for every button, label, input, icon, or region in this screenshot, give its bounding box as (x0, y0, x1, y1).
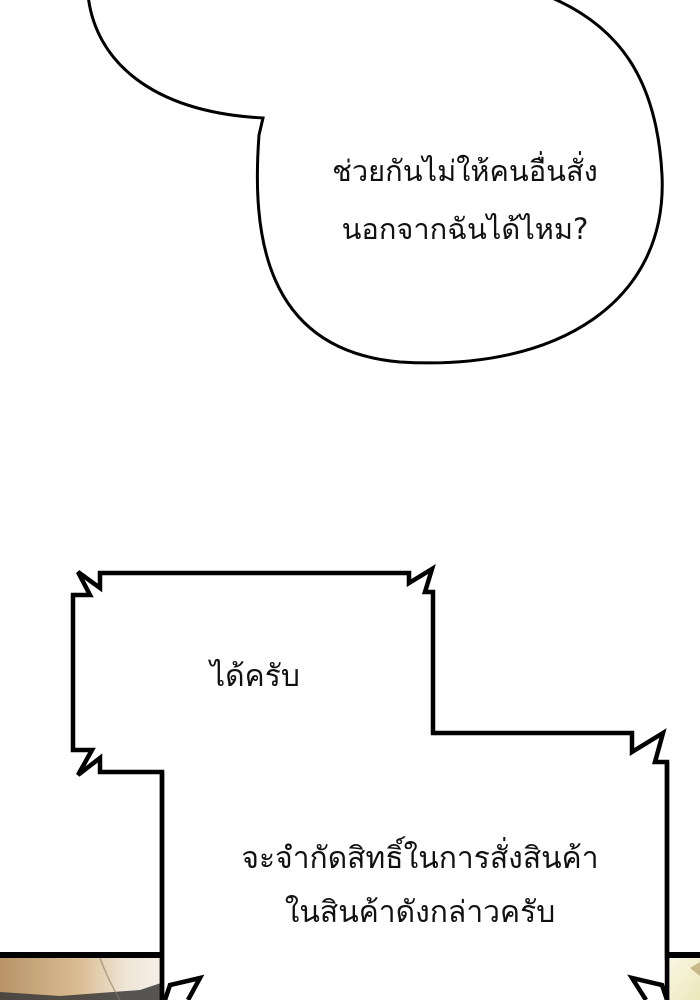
spiky-bubble-bottom-text: จะจำกัดสิทธิ์ในการสั่งสินค้า ในสินค้าดัง… (195, 832, 645, 940)
bubble-line: นอกจากฉันได้ไหม? (341, 212, 589, 246)
rounded-bubble-text: ช่วยกันไม่ให้คนอื่นสั่ง นอกจากฉันได้ไหม? (290, 142, 640, 258)
bubble-line: ได้ครับ (210, 659, 300, 694)
left-art-panel (0, 952, 170, 1000)
bubble-line: ช่วยกันไม่ให้คนอื่นสั่ง (332, 154, 598, 188)
right-art-panel (665, 952, 700, 1000)
bubble-line: ในสินค้าดังกล่าวครับ (284, 895, 556, 930)
spiky-bubble-top-text: ได้ครับ (175, 652, 335, 702)
bubble-line: จะจำกัดสิทธิ์ในการสั่งสินค้า (241, 841, 599, 876)
